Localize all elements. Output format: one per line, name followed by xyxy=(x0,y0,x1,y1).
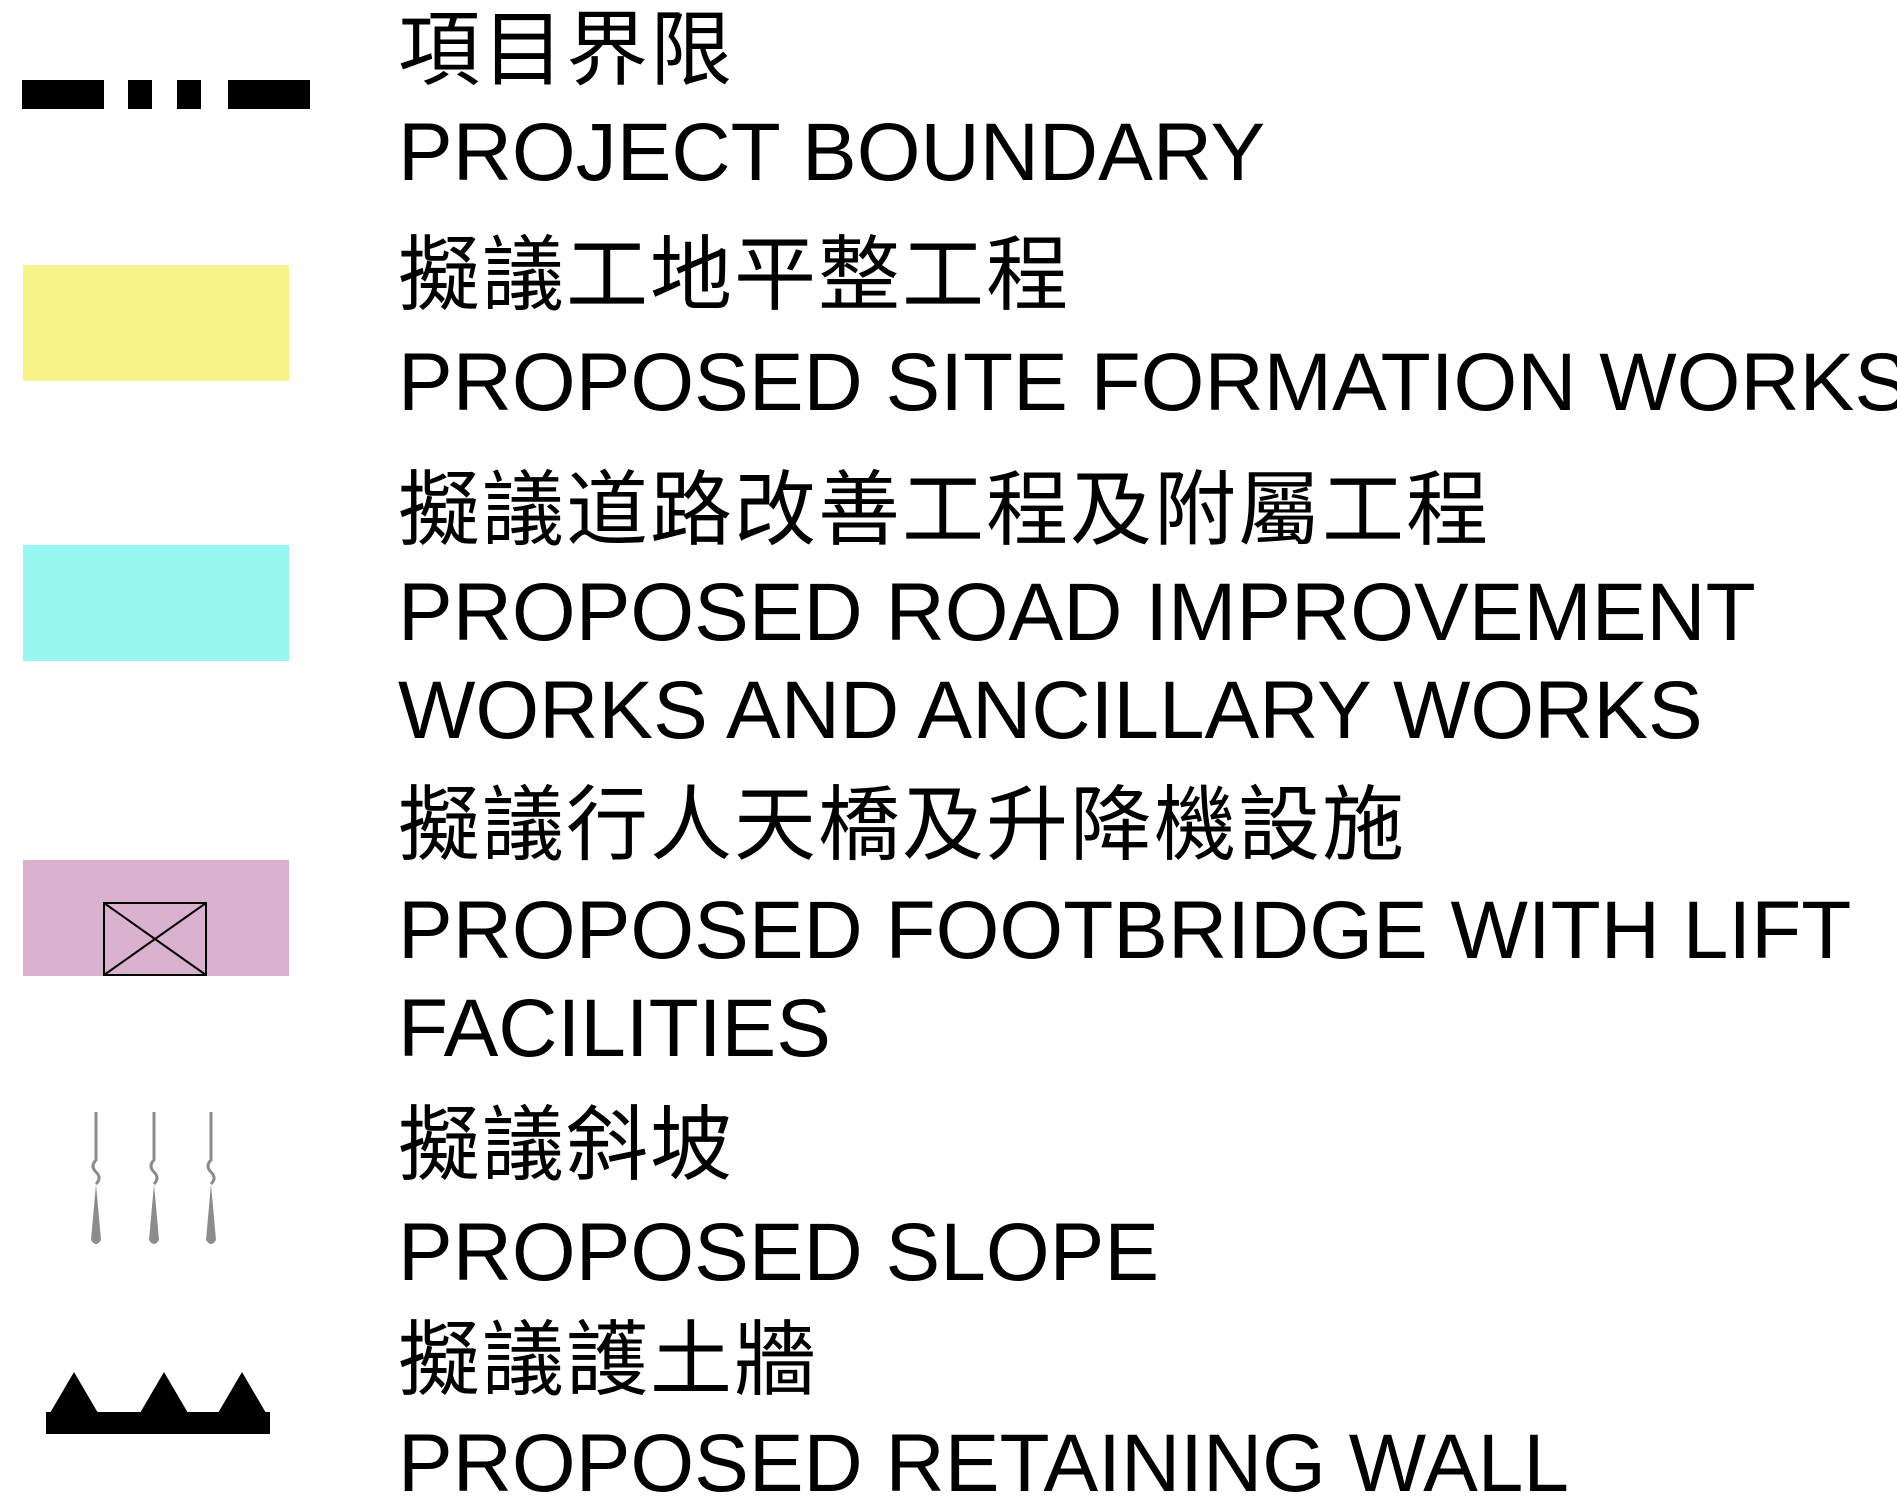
road-improvement-swatch xyxy=(23,545,289,661)
slope-hachure-icon xyxy=(91,1112,216,1244)
legend-item-retaining-wall: 擬議護土牆 PROPOSED RETAINING WALL xyxy=(0,1313,1897,1509)
legend-label-zh: 擬議道路改善工程及附屬工程 xyxy=(398,463,1491,558)
legend-label-en: PROPOSED RETAINING WALL xyxy=(398,1418,1569,1509)
legend-label-en: PROPOSED SLOPE xyxy=(398,1207,1160,1298)
legend-item-slope: 擬議斜坡 PROPOSED SLOPE xyxy=(0,1098,1897,1294)
legend-label-zh: 擬議行人天橋及升降機設施 xyxy=(398,778,1407,873)
legend-item-site-formation: 擬議工地平整工程 PROPOSED SITE FORMATION WORKS xyxy=(0,230,1897,430)
legend-label-zh: 擬議斜坡 xyxy=(398,1098,735,1193)
legend-label-zh: 擬議工地平整工程 xyxy=(398,228,1071,323)
legend-item-road-improvement: 擬議道路改善工程及附屬工程 PROPOSED ROAD IMPROVEMENT … xyxy=(0,460,1897,756)
legend-label-en: PROPOSED FOOTBRIDGE WITH LIFT xyxy=(398,885,1852,976)
legend-label-en: PROJECT BOUNDARY xyxy=(398,107,1266,198)
footbridge-swatch xyxy=(23,860,289,976)
legend-label-en-line2: FACILITIES xyxy=(398,983,831,1074)
retaining-wall-icon xyxy=(46,1372,270,1434)
legend-label-zh: 擬議護土牆 xyxy=(398,1313,819,1408)
legend-label-zh: 項目界限 xyxy=(398,3,735,98)
legend-item-project-boundary: 項目界限 PROJECT BOUNDARY xyxy=(0,0,1897,220)
legend-label-en: PROPOSED ROAD IMPROVEMENT xyxy=(398,567,1756,658)
lift-cross-box-icon xyxy=(103,902,207,976)
legend-item-footbridge: 擬議行人天橋及升降機設施 PROPOSED FOOTBRIDGE WITH LI… xyxy=(0,780,1897,1080)
legend-label-en-line2: WORKS AND ANCILLARY WORKS xyxy=(398,665,1703,756)
site-formation-swatch xyxy=(23,265,289,381)
boundary-line-icon xyxy=(22,80,310,109)
legend-label-en: PROPOSED SITE FORMATION WORKS xyxy=(398,337,1897,428)
